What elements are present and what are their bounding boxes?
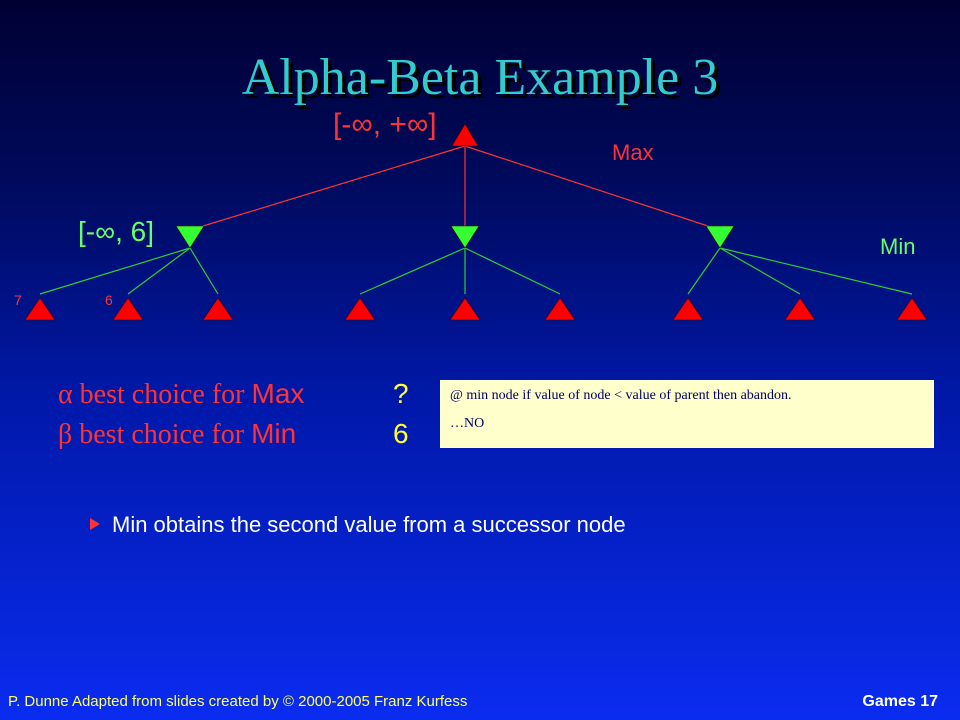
leaf-value-1: 7 — [14, 292, 22, 308]
min-interval-label: [-∞, 6] — [78, 216, 154, 247]
min-level-label: Min — [880, 234, 916, 259]
note-line-1: @ min node if value of node < value of p… — [450, 388, 792, 403]
page-title: Alpha-Beta Example 3 — [241, 49, 719, 106]
alpha-value: ? — [393, 378, 409, 409]
leaf-value-2: 6 — [105, 292, 113, 308]
leaf-node-2 — [112, 297, 144, 321]
leaf-node-8 — [784, 297, 816, 321]
root-interval-label: [-∞, +∞] — [333, 108, 437, 141]
edge-root-to-min-3 — [464, 145, 721, 231]
beta-player: Min — [251, 418, 297, 449]
leaf-node-4 — [344, 297, 376, 321]
max-level-label: Max — [612, 140, 654, 165]
edge-min-1-to-leaf-2 — [127, 247, 191, 295]
edge-min-2-to-leaf-1 — [359, 247, 466, 295]
alpha-text: best choice for — [72, 379, 252, 410]
title-block: Alpha-Beta Example 3 Alpha-Beta Example … — [0, 46, 960, 126]
beta-text: best choice for — [72, 419, 252, 450]
edge-min-3-to-leaf-1 — [687, 247, 721, 295]
leaf-node-6 — [544, 297, 576, 321]
edge-min-2-to-leaf-3 — [464, 247, 561, 295]
leaf-node-3 — [202, 297, 234, 321]
leaf-node-5 — [449, 297, 481, 321]
alpha-player: Max — [251, 378, 305, 409]
leaf-node-9 — [896, 297, 928, 321]
alpha-row: α best choice for Max — [58, 378, 304, 411]
beta-symbol: β — [58, 419, 73, 450]
bullet-text: Min obtains the second value from a succ… — [112, 512, 626, 537]
beta-row: β best choice for Min — [58, 418, 296, 451]
edge-root-to-min-1 — [189, 145, 466, 231]
edge-min-1-to-leaf-3 — [189, 247, 219, 295]
edge-min-1-to-leaf-1 — [39, 247, 191, 295]
min-node-1 — [175, 225, 205, 249]
title-shadow: Alpha-Beta Example 3 — [245, 53, 723, 110]
min-node-3 — [705, 225, 735, 249]
edge-min-3-to-leaf-3 — [719, 247, 913, 295]
beta-value: 6 — [393, 418, 409, 449]
footer-page: Games 17 — [862, 693, 938, 710]
note-box: @ min node if value of node < value of p… — [440, 380, 934, 448]
alpha-symbol: α — [58, 379, 73, 410]
leaf-node-1 — [24, 297, 56, 321]
leaf-node-7 — [672, 297, 704, 321]
footer-credit: P. Dunne Adapted from slides created by … — [8, 693, 468, 710]
bullet-item: Min obtains the second value from a succ… — [90, 512, 626, 538]
edge-min-3-to-leaf-2 — [719, 247, 801, 295]
triangle-bullet-icon — [90, 518, 100, 531]
note-line-2: …NO — [450, 416, 485, 431]
max-root-node — [451, 123, 479, 147]
min-node-2 — [450, 225, 480, 249]
